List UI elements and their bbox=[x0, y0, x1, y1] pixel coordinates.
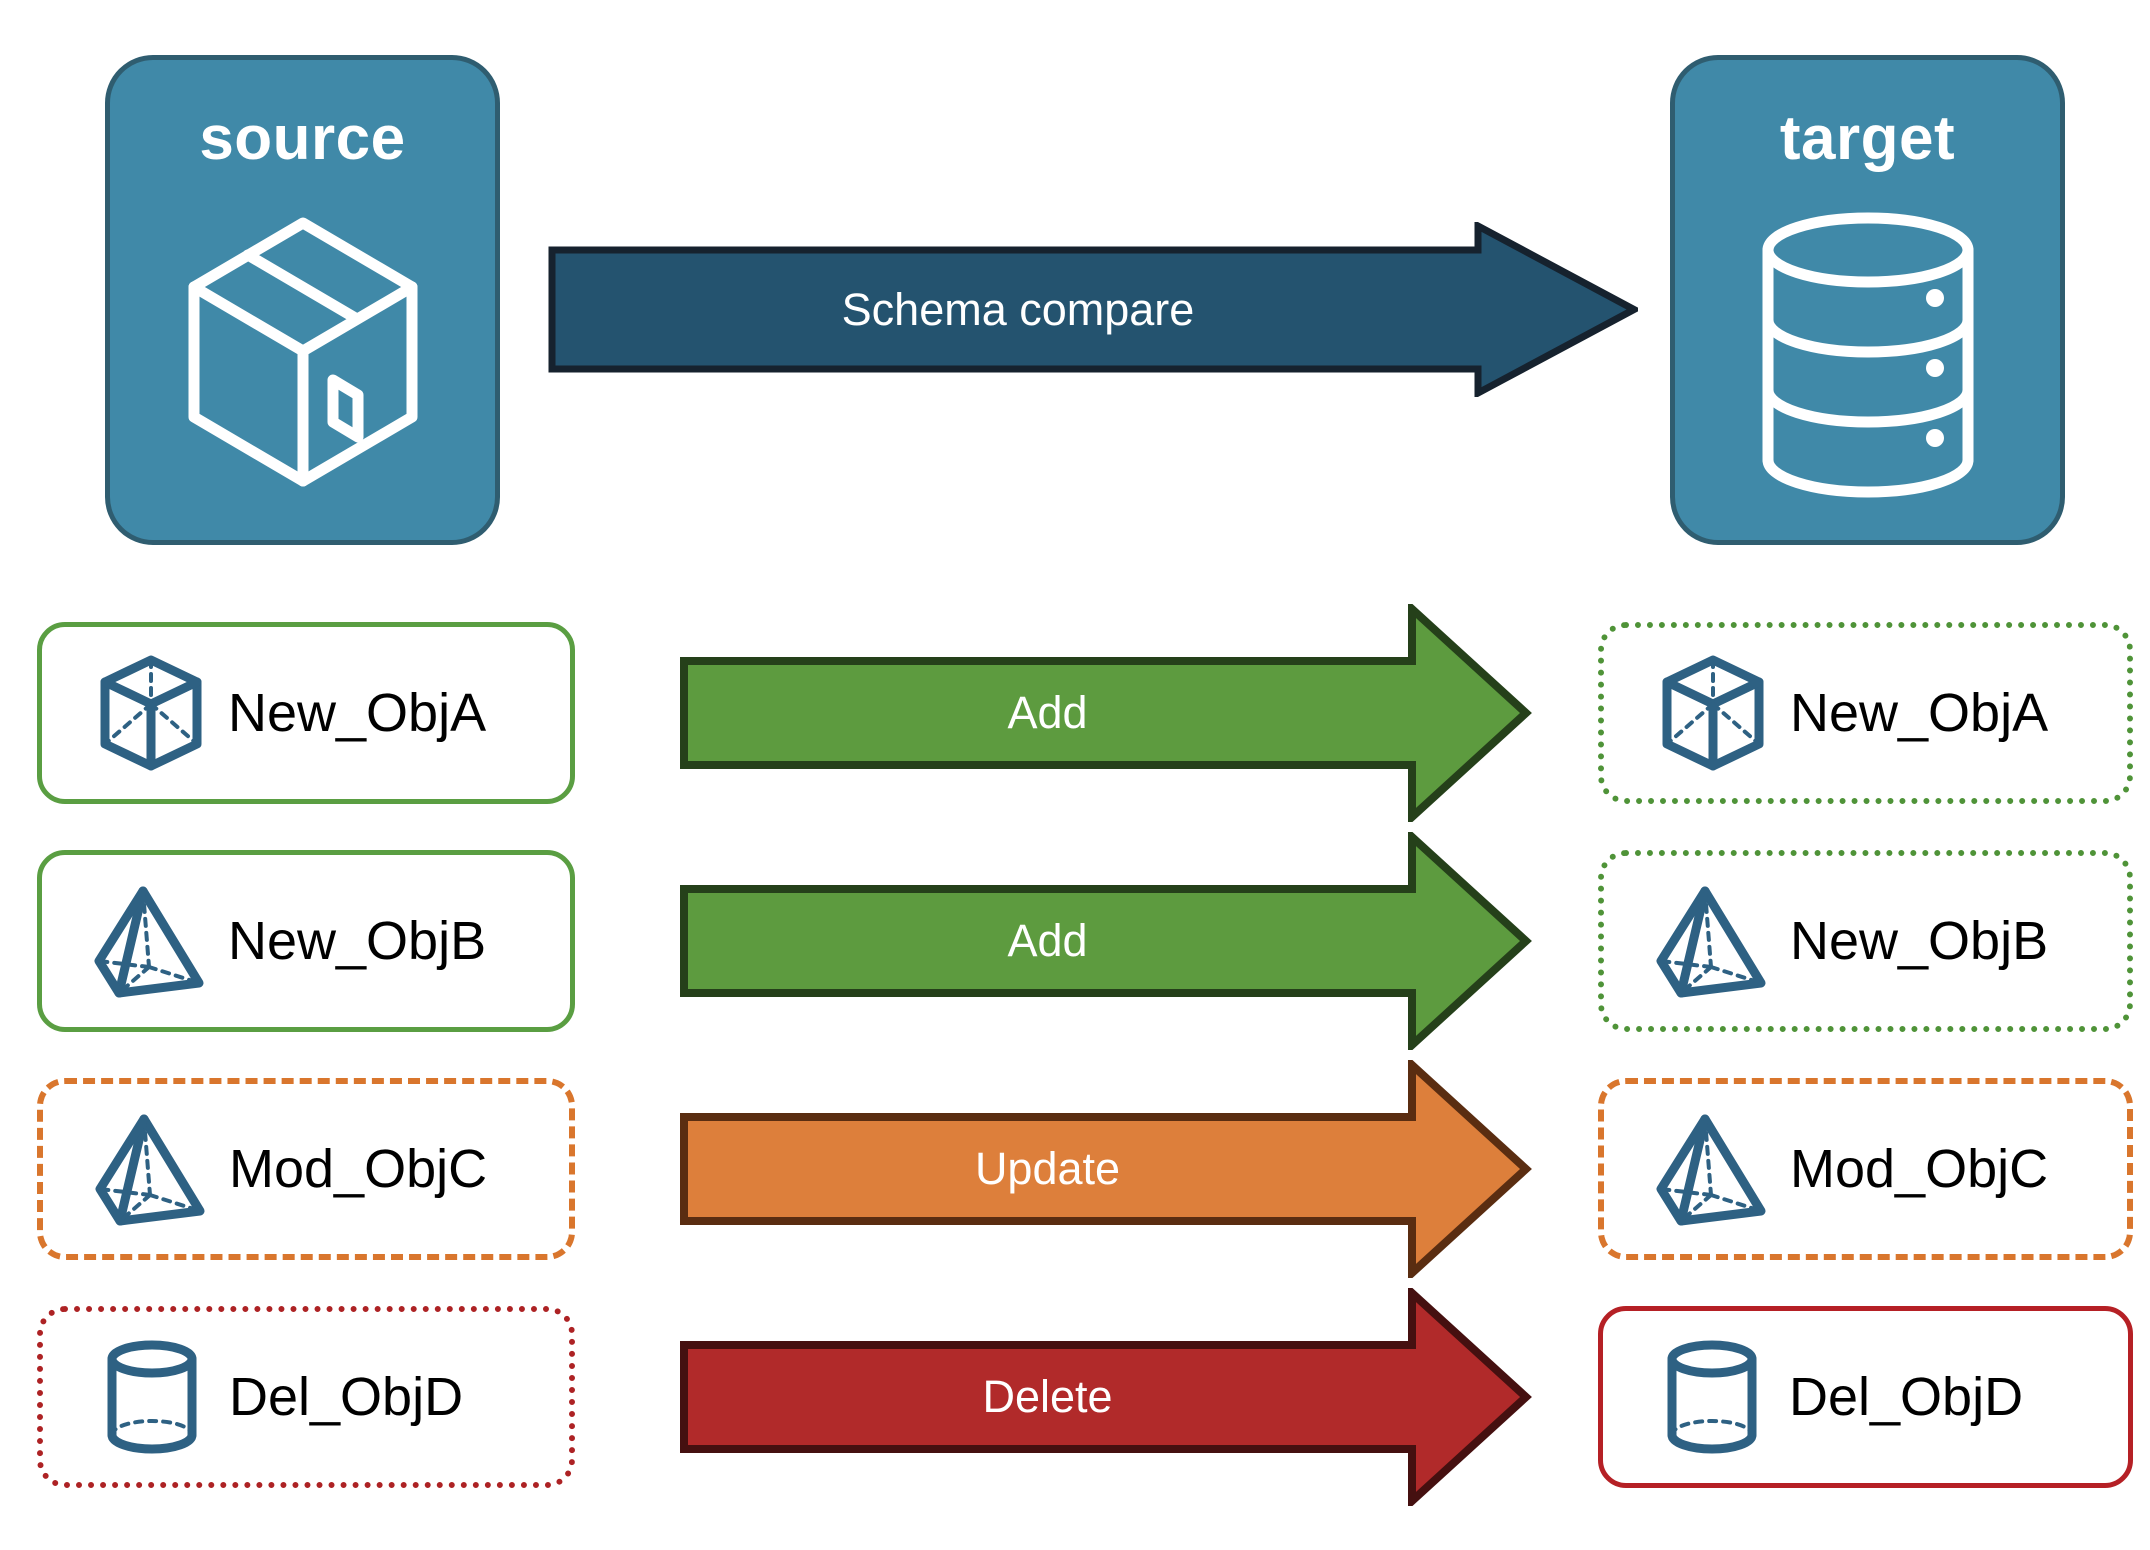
compare-row: Mod_ObjC Update bbox=[0, 1055, 2150, 1283]
pyramid-3d-icon bbox=[91, 1109, 213, 1229]
source-object-label: New_ObjB bbox=[228, 911, 487, 971]
pyramid-3d-icon bbox=[1652, 881, 1774, 1001]
target-object-card[interactable]: New_ObjA bbox=[1598, 622, 2133, 804]
target-object-card[interactable]: Mod_ObjC bbox=[1598, 1078, 2133, 1260]
action-arrow-add[interactable]: Add bbox=[680, 827, 1532, 1055]
endpoint-source[interactable]: source bbox=[105, 55, 500, 545]
source-object-card[interactable]: Del_ObjD bbox=[37, 1306, 575, 1488]
target-object-label: New_ObjB bbox=[1790, 911, 2049, 971]
source-object-card[interactable]: New_ObjA bbox=[37, 622, 575, 804]
source-object-label: Mod_ObjC bbox=[229, 1139, 488, 1199]
endpoint-source-label: source bbox=[199, 104, 406, 173]
pyramid-3d-icon bbox=[1652, 1109, 1774, 1229]
target-object-card[interactable]: Del_ObjD bbox=[1598, 1306, 2133, 1488]
compare-row: New_ObjA Add bbox=[0, 599, 2150, 827]
cube-3d-icon bbox=[1652, 653, 1774, 773]
cube-3d-icon bbox=[90, 653, 212, 773]
pyramid-3d-icon bbox=[90, 881, 212, 1001]
target-object-label: New_ObjA bbox=[1790, 683, 2049, 743]
compare-row: Del_ObjD Delete Del_ObjD bbox=[0, 1283, 2150, 1511]
package-box-icon bbox=[110, 170, 495, 540]
cylinder-3d-icon bbox=[91, 1337, 213, 1457]
source-object-card[interactable]: Mod_ObjC bbox=[37, 1078, 575, 1260]
source-object-label: Del_ObjD bbox=[229, 1367, 464, 1427]
source-object-card[interactable]: New_ObjB bbox=[37, 850, 575, 1032]
database-cylinder-icon bbox=[1675, 170, 2060, 540]
action-arrow-update[interactable]: Update bbox=[680, 1055, 1532, 1283]
source-object-label: New_ObjA bbox=[228, 683, 487, 743]
cylinder-3d-icon bbox=[1651, 1337, 1773, 1457]
target-object-card[interactable]: New_ObjB bbox=[1598, 850, 2133, 1032]
endpoint-target[interactable]: target bbox=[1670, 55, 2065, 545]
action-arrow-delete[interactable]: Delete bbox=[680, 1283, 1532, 1511]
endpoint-target-label: target bbox=[1779, 104, 1956, 173]
target-object-label: Del_ObjD bbox=[1789, 1367, 2024, 1427]
schema-compare-arrow[interactable]: Schema compare bbox=[548, 220, 1642, 399]
target-object-label: Mod_ObjC bbox=[1790, 1139, 2049, 1199]
action-arrow-add[interactable]: Add bbox=[680, 599, 1532, 827]
compare-row: New_ObjB Add bbox=[0, 827, 2150, 1055]
